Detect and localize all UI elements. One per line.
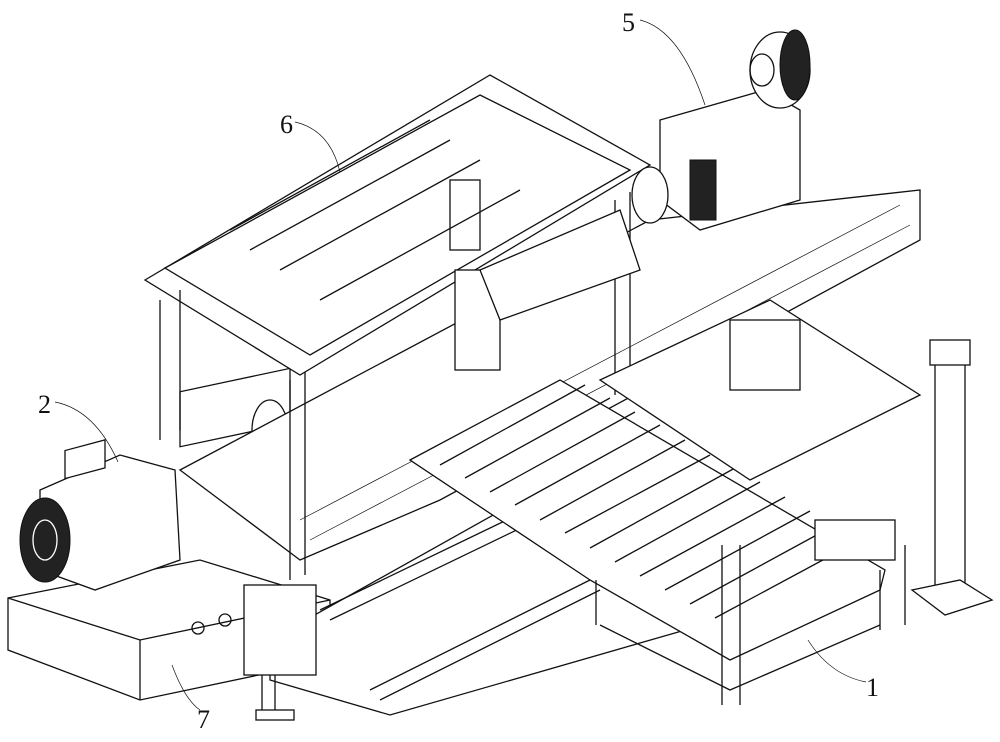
roller-conveyor [408,379,906,705]
fixture-table [598,299,922,561]
sensor-post [910,339,994,616]
leader-lines [54,19,867,711]
gantry [143,74,652,580]
label-6: 6 [280,110,293,139]
spindle-head [479,29,811,321]
label-5: 5 [622,8,635,37]
label-7: 7 [197,705,210,734]
label-2: 2 [38,390,51,419]
label-1: 1 [866,673,879,702]
